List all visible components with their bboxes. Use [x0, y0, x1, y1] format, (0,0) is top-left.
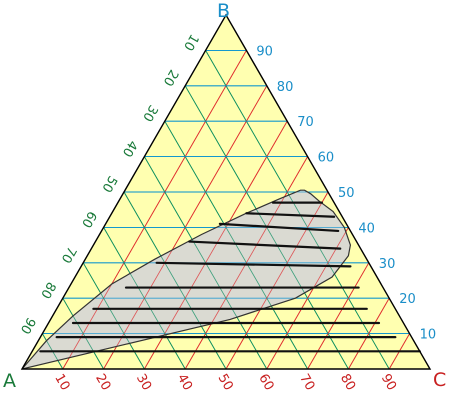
tick-label-c-40: 40 [174, 372, 195, 394]
tie-line-6 [155, 261, 352, 268]
triangle-outline [20, 13, 432, 370]
tick-label-b-10: 10 [420, 328, 437, 343]
vertex-label-a: A [3, 370, 16, 392]
tick-label-b-70: 70 [297, 115, 314, 130]
tick-label-b-90: 90 [256, 44, 273, 59]
two-phase-region [22, 190, 351, 369]
grid-overlay-c-10 [62, 50, 247, 369]
tick-label-c-30: 30 [133, 372, 154, 394]
grid-overlay-a-30 [164, 121, 308, 369]
vertex-label-b: B [217, 0, 230, 22]
tick-label-a-80: 80 [37, 279, 58, 301]
grid-overlay-a-80 [62, 298, 104, 369]
vertex-label-c: C [433, 369, 446, 391]
grid-overlay-c-60 [266, 227, 349, 369]
tick-label-a-30: 30 [139, 102, 160, 124]
tick-label-a-90: 90 [17, 314, 38, 336]
grid-overlay-a-10 [205, 50, 390, 369]
grid-overlay-a-60 [103, 227, 186, 369]
tick-label-a-20: 20 [160, 67, 181, 89]
grid-overlay-c-30 [144, 121, 288, 369]
tick-label-c-80: 80 [337, 372, 358, 394]
tie-line-7 [188, 240, 342, 250]
tick-label-b-60: 60 [318, 151, 335, 166]
tick-label-b-30: 30 [379, 257, 396, 272]
binodal-curve [22, 189, 352, 369]
tick-label-c-10: 10 [51, 372, 72, 394]
tick-label-b-20: 20 [399, 292, 416, 307]
tick-label-b-40: 40 [358, 221, 375, 236]
tick-label-c-20: 20 [92, 372, 113, 394]
tick-label-c-60: 60 [255, 372, 276, 394]
two-phase-region-group [22, 50, 410, 369]
tick-label-b-50: 50 [338, 186, 355, 201]
grid-overlay-c-80 [348, 298, 390, 369]
tie-line-8 [218, 222, 340, 233]
tick-label-a-10: 10 [180, 31, 201, 53]
tick-label-a-50: 50 [98, 173, 119, 195]
grid-overlay-c-50 [225, 191, 329, 369]
tick-label-c-50: 50 [215, 372, 236, 394]
tick-label-b-80: 80 [277, 80, 294, 95]
tick-label-a-60: 60 [78, 208, 99, 230]
grid-overlay-a-50 [123, 191, 227, 369]
tick-label-a-70: 70 [58, 244, 79, 266]
tick-label-c-70: 70 [296, 372, 317, 394]
tick-label-a-40: 40 [119, 137, 140, 159]
tick-label-c-90: 90 [378, 372, 399, 394]
tie-line-9 [245, 212, 336, 218]
